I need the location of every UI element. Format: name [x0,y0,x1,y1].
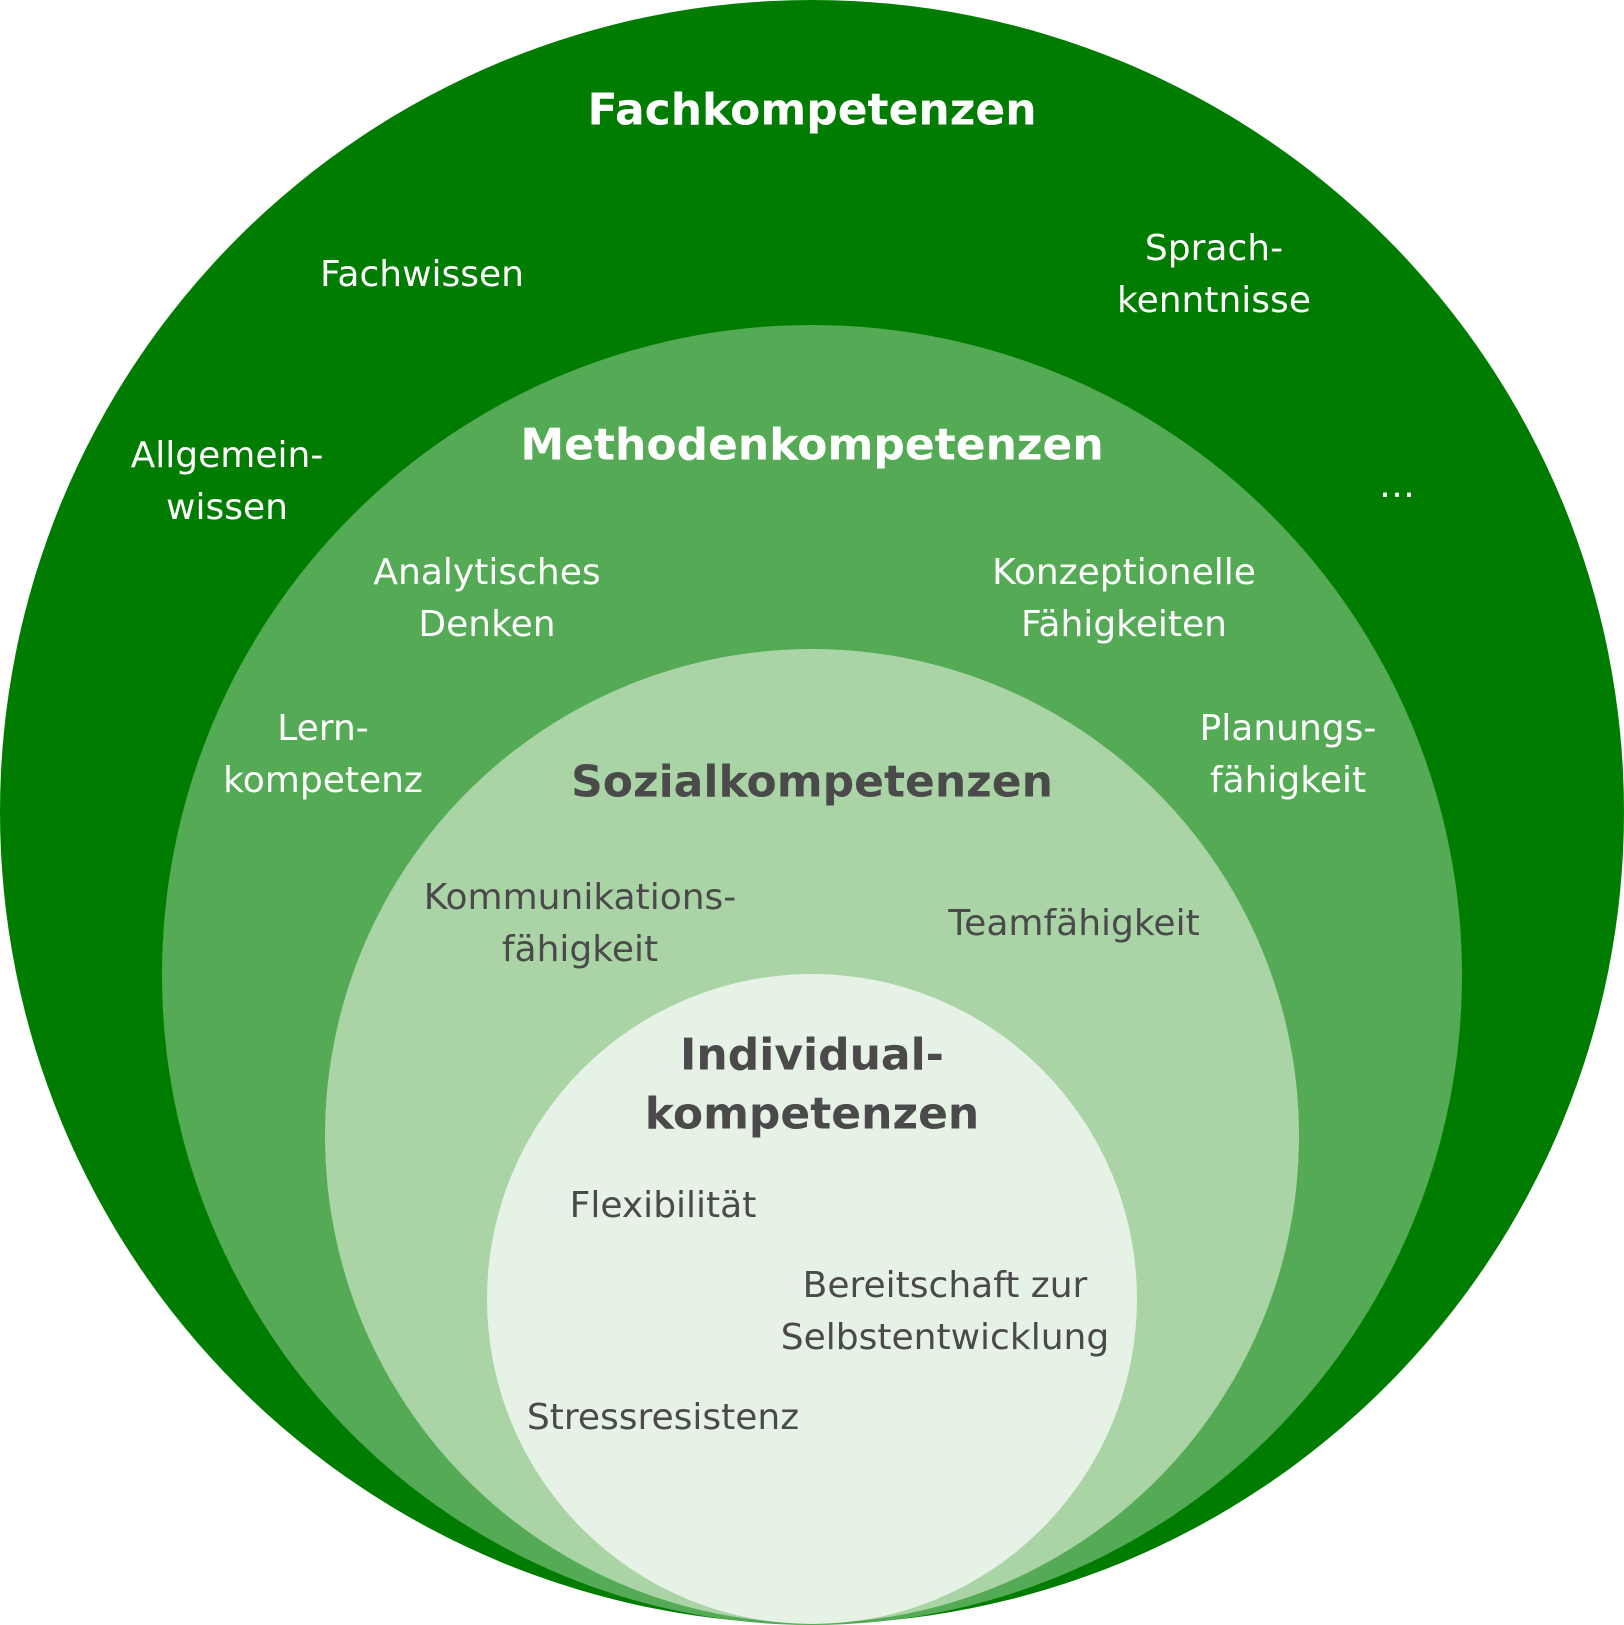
individual-item-selbstentwicklung: Bereitschaft zur Selbstentwicklung [780,1264,1110,1358]
sozial-item-teamfaehigkeit: Teamfähigkeit [948,902,1200,944]
methoden-item-konzeptionelle-faehigkeiten: Konzeptionelle Fähigkeiten [992,551,1256,645]
fach-item-allgemeinwissen: Allgemein- wissen [130,434,324,528]
methoden-item-analytisches-denken: Analytisches Denken [373,551,601,645]
individual-item-flexibilitaet: Flexibilität [569,1184,757,1226]
fach-item-sprachkenntnisse: Sprach- kenntnisse [1117,227,1311,321]
ring-individualkompetenzen [487,974,1137,1624]
sozial-title: Sozialkompetenzen [571,756,1053,808]
individual-item-stressresistenz: Stressresistenz [526,1396,800,1438]
sozial-item-kommunikationsfaehigkeit: Kommunikations- fähigkeit [423,876,737,970]
methoden-item-lernkompetenz: Lern- kompetenz [223,707,423,801]
fach-title: Fachkompetenzen [587,84,1037,136]
fach-item-fachwissen: Fachwissen [320,253,524,295]
methoden-item-planungsfaehigkeit: Planungs- fähigkeit [1199,707,1377,801]
individual-title: Individual- kompetenzen [644,1029,980,1140]
methoden-title: Methodenkompetenzen [520,419,1104,471]
fach-item-more: … [1379,464,1415,506]
